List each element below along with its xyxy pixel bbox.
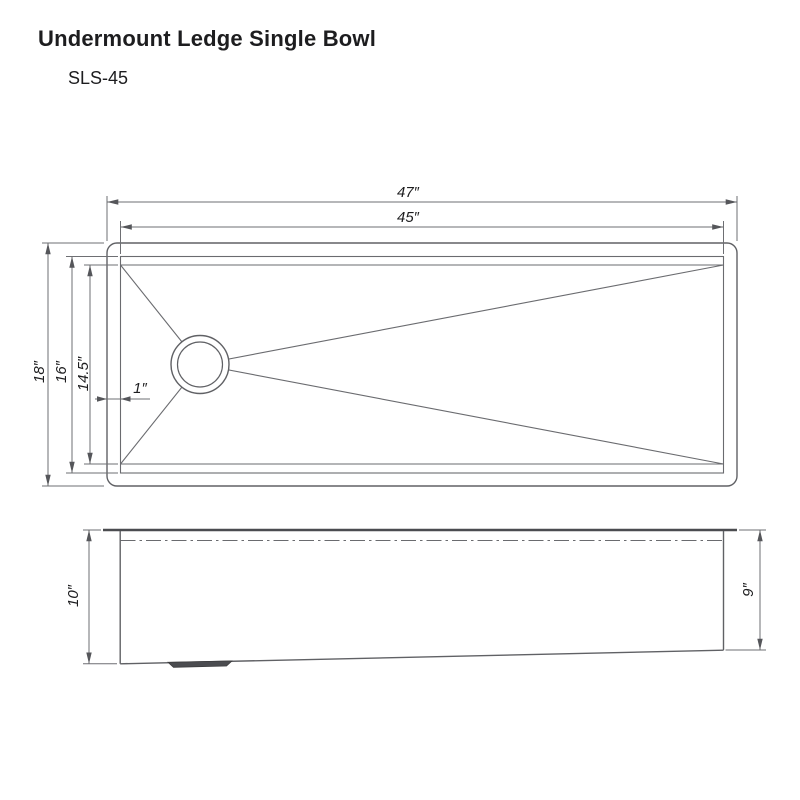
- arrowhead: [120, 396, 131, 402]
- dim-label-outer-depth: 18″: [31, 360, 48, 383]
- basin-slope-line: [199, 264, 724, 366]
- basin-slope-line: [199, 363, 724, 465]
- sink-outer-rim: [106, 242, 738, 487]
- dim-label-outer-width: 47″: [397, 184, 420, 201]
- dim-label-ledge-width: 1″: [133, 380, 147, 397]
- arrowhead: [97, 396, 107, 402]
- dim-label-basin-floor-depth: 14.5″: [75, 356, 92, 391]
- dim-label-inner-depth: 16″: [53, 360, 70, 383]
- dim-label-basin-height: 9″: [740, 582, 757, 596]
- dim-label-overall-height: 10″: [65, 584, 82, 607]
- top-view: 47″ 45″ 18″ 16″ 14.5″ 1″: [31, 184, 738, 487]
- page-title: Undermount Ledge Single Bowl: [38, 26, 377, 51]
- drain-inner-circle: [176, 341, 224, 388]
- drain-fitting: [166, 660, 234, 668]
- model-number: SLS-45: [68, 68, 129, 88]
- side-view: 10″ 9″: [65, 528, 766, 668]
- sink-inner-rim: [119, 255, 725, 474]
- dim-label-inner-width: 45″: [397, 209, 420, 226]
